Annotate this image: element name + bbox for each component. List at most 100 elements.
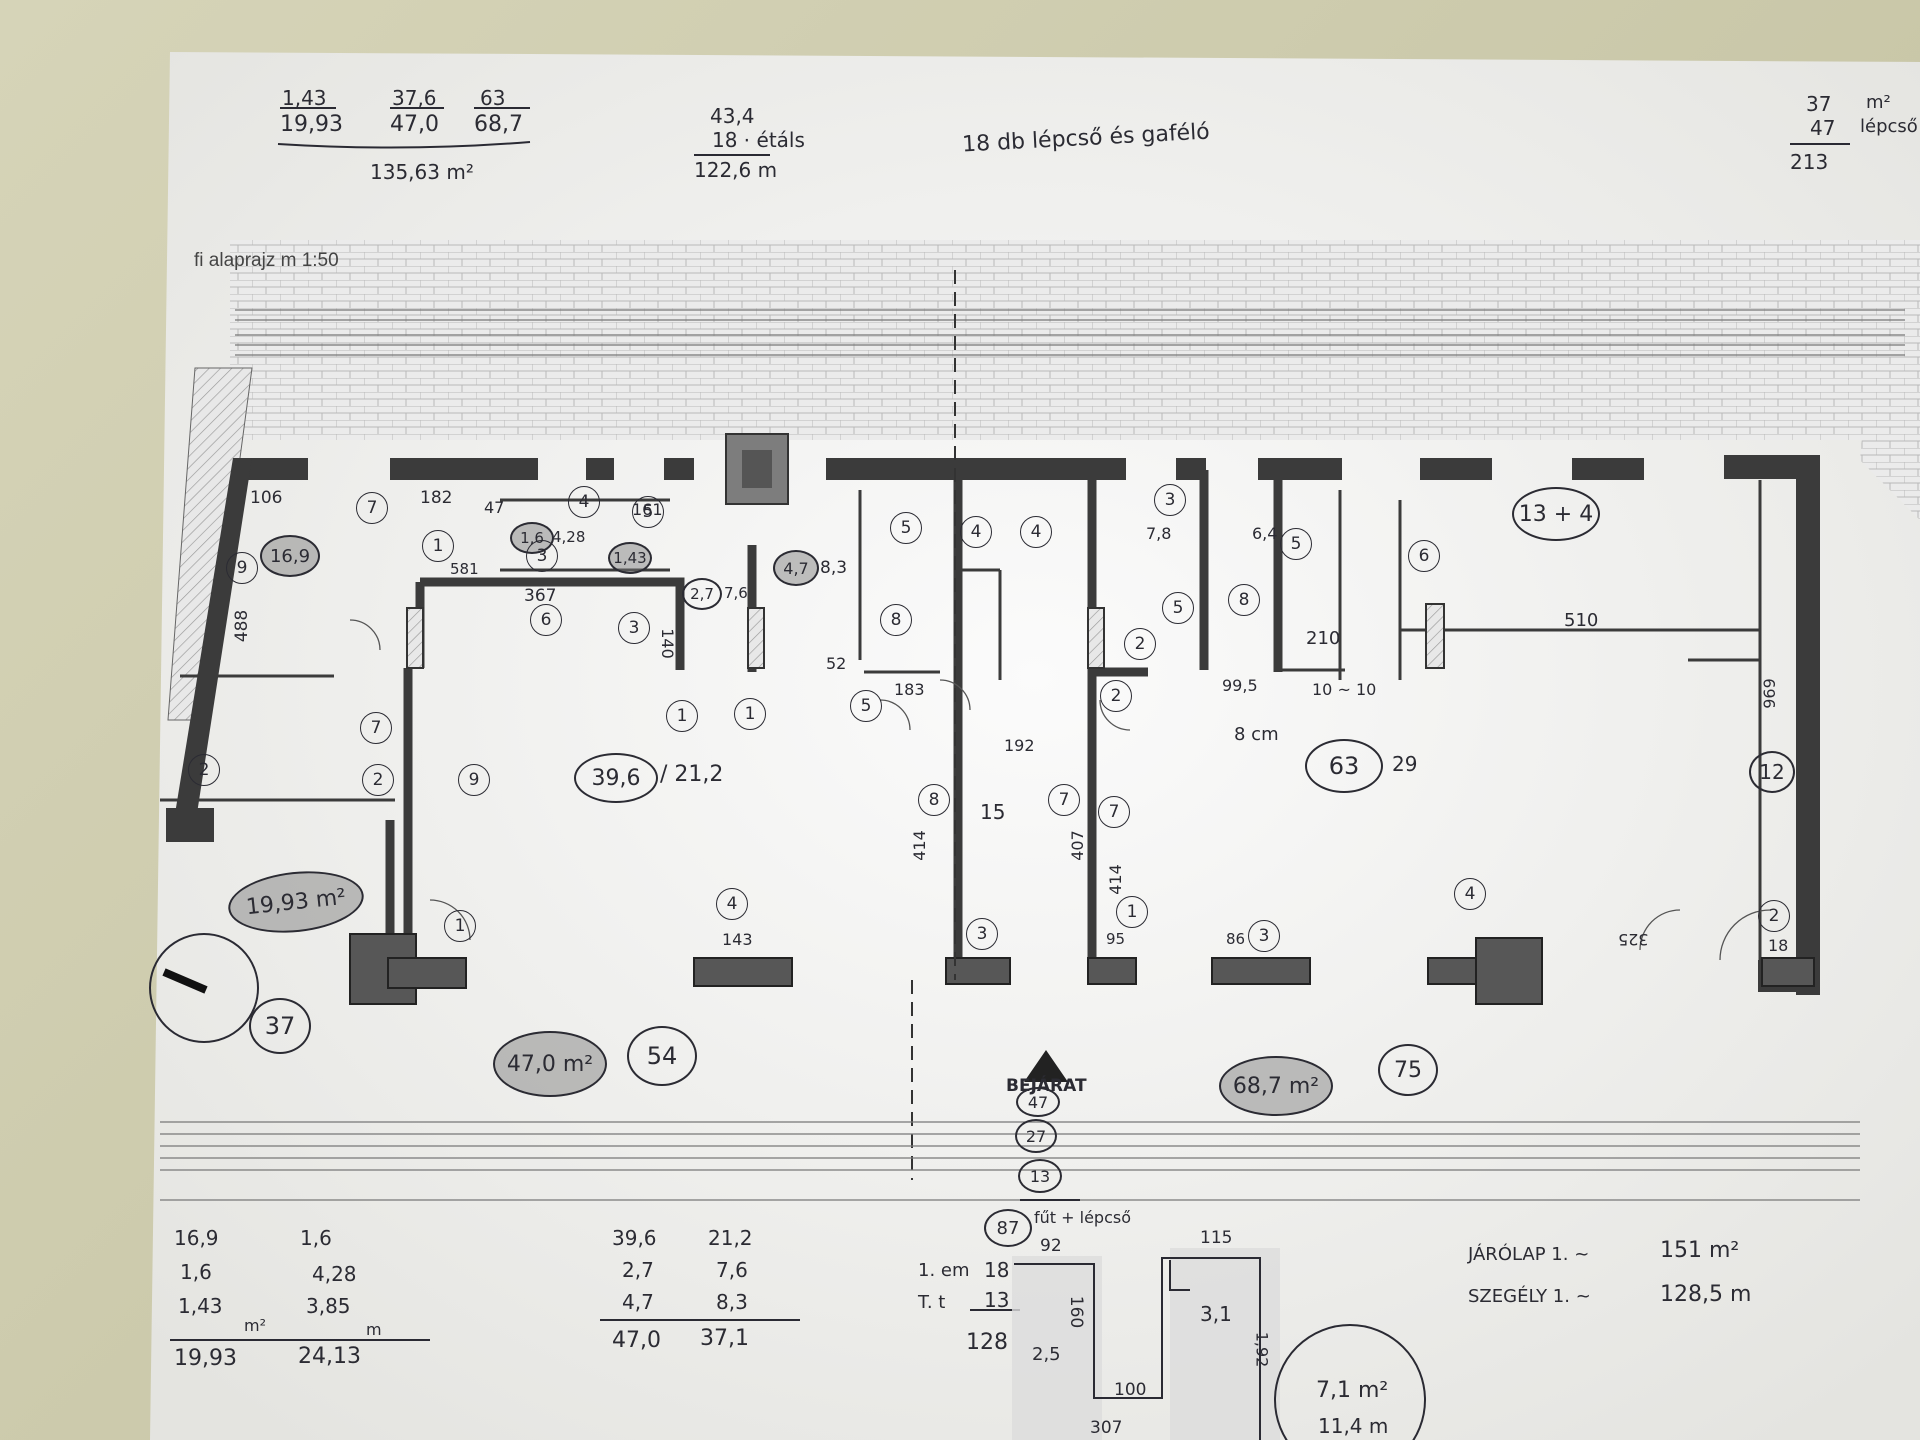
column-mark: 4	[568, 486, 600, 518]
dimension-note: 182	[420, 488, 453, 508]
interior-walls	[385, 470, 1283, 990]
calc-value: 4,28	[312, 1262, 357, 1286]
pier	[387, 957, 467, 989]
wall-segment	[826, 458, 1126, 480]
entrance-arrow	[1024, 1050, 1068, 1082]
calc-value: 4,7	[622, 1290, 654, 1314]
dimension-note: 143	[722, 930, 753, 949]
column-mark: 9	[226, 552, 258, 584]
column-mark: 4	[1020, 516, 1052, 548]
dimension-note: 18	[1768, 936, 1789, 955]
column-mark: 3	[1154, 484, 1186, 516]
column-mark: 3	[526, 540, 558, 572]
column-mark: 5	[1162, 592, 1194, 624]
right-sum-1: 37	[1806, 92, 1832, 116]
calc-value: 1,6	[180, 1260, 212, 1284]
dimension-note: 407	[1067, 830, 1087, 861]
column-mark: 1	[1116, 896, 1148, 928]
wall-segment	[236, 458, 308, 480]
column-mark: 8	[918, 784, 950, 816]
wall-segment	[1572, 458, 1644, 480]
wall-segment	[1176, 458, 1206, 480]
column-mark: 1	[444, 910, 476, 942]
entrance-value: 47	[1016, 1087, 1060, 1117]
column-mark: 6	[530, 604, 562, 636]
room-side-number: 7,6	[724, 584, 748, 602]
calc-value: 1,43	[178, 1294, 223, 1318]
room-area-oval: 13 + 4	[1512, 487, 1600, 541]
calc-value: 21,2	[708, 1226, 753, 1250]
dimension-note: 325	[1618, 930, 1649, 949]
column	[747, 607, 765, 669]
stair-total-note: fűt + lépcső	[1034, 1208, 1131, 1227]
dimension-note: 488	[232, 609, 253, 643]
column-mark: 2	[1100, 680, 1132, 712]
column-mark: 9	[458, 764, 490, 796]
column-mark: 5	[1280, 528, 1312, 560]
stair-core	[742, 450, 772, 488]
bottom-dimension-lines	[160, 1121, 1860, 1201]
area-total-oval: 75	[1378, 1044, 1438, 1096]
calc-value: 7,6	[716, 1258, 748, 1282]
pier	[1475, 937, 1543, 1005]
sketch-area: 7,1 m²	[1316, 1378, 1389, 1403]
column-mark: 4	[1454, 878, 1486, 910]
column-mark: 8	[880, 604, 912, 636]
fraction-den-3: 68,7	[474, 112, 523, 137]
calc-row-label: T. t	[918, 1292, 946, 1313]
calc-sum: 19,93	[174, 1346, 237, 1371]
right-sum-unit: m²	[1866, 92, 1891, 113]
wall-segment	[1420, 458, 1492, 480]
top-dimension-lines	[235, 309, 1905, 356]
dimension-note: 106	[250, 488, 283, 508]
column-mark: 2	[1124, 628, 1156, 660]
sketch-dim: 100	[1114, 1380, 1147, 1400]
pier	[1211, 957, 1311, 985]
column-mark: 3	[618, 612, 650, 644]
dimension-note: 8 cm	[1234, 724, 1279, 745]
area-total-oval: 68,7 m²	[1219, 1056, 1333, 1116]
dimension-note: 414	[909, 830, 929, 861]
stair-total: 87	[984, 1209, 1032, 1247]
calc-value: 8,3	[716, 1290, 748, 1314]
pier	[693, 957, 793, 987]
summary-label: JÁRÓLAP 1. ~	[1468, 1244, 1590, 1265]
calc-row-value: 13	[984, 1288, 1010, 1312]
calc-sum: 47,0	[612, 1328, 661, 1353]
column-mark: 7	[360, 712, 392, 744]
entrance-value: 13	[1018, 1159, 1062, 1193]
dimension-note: 95	[1106, 930, 1126, 948]
dimension-note: 47	[484, 498, 505, 517]
sidewalk-bricks	[230, 240, 1920, 440]
right-wall	[1796, 455, 1820, 995]
column	[1087, 607, 1105, 669]
column-mark: 7	[356, 492, 388, 524]
column-mark: 2	[188, 754, 220, 786]
calc-value: 3,85	[306, 1294, 351, 1318]
room-area-oval: 2,7	[682, 578, 722, 610]
dimension-note: 510	[1564, 610, 1599, 631]
dimension-note: 161	[632, 500, 663, 519]
fraction-den-2: 47,0	[390, 112, 439, 137]
column-mark: 5	[890, 512, 922, 544]
column-mark: 4	[960, 516, 992, 548]
summary-value: 151 m²	[1660, 1238, 1740, 1263]
right-sum-note: lépcső	[1860, 116, 1918, 137]
room-side-number: / 21,2	[660, 762, 724, 787]
calc-sum: 24,13	[298, 1344, 361, 1369]
room-side-number: 29	[1392, 752, 1418, 776]
calc-value: 16,9	[174, 1226, 219, 1250]
room-area-oval: 1,43	[608, 542, 652, 574]
right-sum-2: 47	[1810, 116, 1836, 140]
column-mark: 3	[1248, 920, 1280, 952]
wall-segment	[664, 458, 694, 480]
pier	[945, 957, 1011, 985]
wall-segment	[166, 808, 214, 842]
area-total-oval: 54	[627, 1026, 697, 1086]
room-area-oval: 63	[1305, 739, 1383, 793]
column	[1425, 603, 1445, 669]
room-area-oval: 4,7	[773, 550, 819, 586]
dimension-note: 414	[1105, 864, 1125, 895]
area-total-oval: 47,0 m²	[493, 1031, 607, 1097]
